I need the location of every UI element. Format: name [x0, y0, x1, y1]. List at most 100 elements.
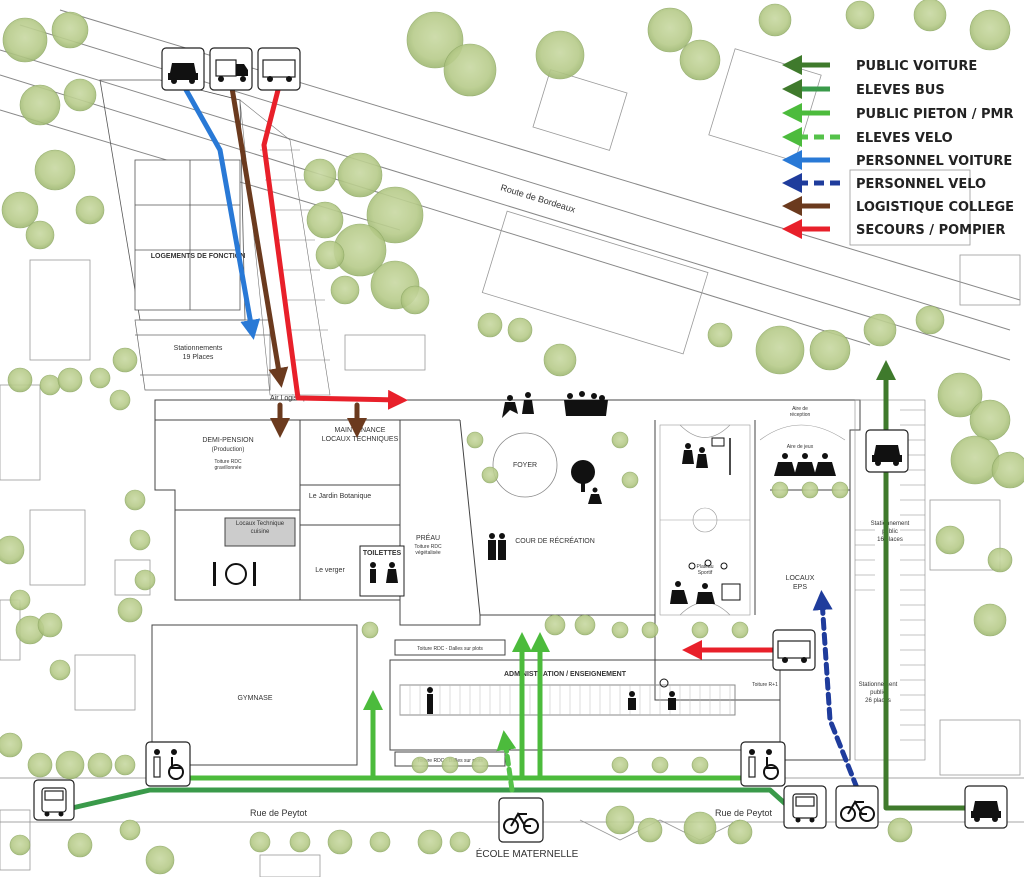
dalles-label-top: Toiture RDC - Dalles sur plots — [417, 646, 483, 652]
sport-courts — [659, 424, 846, 616]
pedestrian-wheelchair-icon-left — [145, 741, 191, 787]
maintenance-label: MAINTENANCE — [335, 427, 386, 434]
tree — [727, 819, 753, 845]
svg-text:LOGISTIQUE COLLEGE: LOGISTIQUE COLLEGE — [856, 200, 1014, 215]
tree — [327, 829, 353, 855]
activity-pictograms — [213, 391, 836, 714]
svg-text:ELEVES VELO: ELEVES VELO — [856, 131, 953, 146]
truck-icon — [209, 47, 253, 91]
svg-text:PERSONNEL VOITURE: PERSONNEL VOITURE — [856, 154, 1012, 169]
tree — [303, 158, 337, 192]
foyer-circle — [492, 432, 558, 498]
tree — [112, 347, 138, 373]
tree — [801, 481, 819, 499]
aire-reception-sub: réception — [790, 412, 811, 418]
tree — [337, 152, 383, 198]
tree — [731, 621, 749, 639]
tree — [466, 431, 484, 449]
tree — [67, 832, 93, 858]
tree — [987, 547, 1013, 573]
foyer-label: FOYER — [513, 462, 537, 469]
tree — [411, 756, 429, 774]
locaux-eps-sub: EPS — [793, 584, 807, 591]
tree — [913, 0, 947, 32]
tree — [691, 621, 709, 639]
svg-text:PERSONNEL VELO: PERSONNEL VELO — [856, 177, 986, 192]
stat-public-1-b: public — [882, 529, 898, 535]
bicycle-icon — [835, 785, 879, 829]
logistic-lane — [239, 99, 331, 396]
administration-label: ADMINISTRATION / ENSEIGNEMENT — [504, 671, 627, 678]
svg-text:ELEVES BUS: ELEVES BUS — [856, 83, 945, 98]
tree — [89, 367, 111, 389]
tree — [950, 435, 1000, 485]
toilettes-box — [359, 545, 405, 597]
basketball-icon — [682, 437, 731, 475]
tree — [145, 845, 175, 875]
tree — [75, 195, 105, 225]
tree — [651, 756, 669, 774]
tree — [863, 313, 897, 347]
verger-label: Le verger — [315, 567, 345, 574]
cour-label: COUR DE RÉCRÉATION — [515, 536, 595, 545]
toiture-grav-label: Toiture RDC — [214, 459, 242, 465]
tree — [443, 43, 497, 97]
tree — [543, 343, 577, 377]
tree — [937, 372, 983, 418]
bicycle-icon-ecole — [498, 797, 544, 843]
maintenance-sub: LOCAUX TECHNIQUES — [322, 436, 399, 443]
tree — [991, 451, 1024, 489]
stat-public-1-c: 16 places — [877, 537, 903, 543]
tree — [366, 186, 424, 244]
tree — [758, 3, 792, 37]
tree — [369, 831, 391, 853]
classroom-icon — [427, 678, 676, 714]
preau-label: PRÉAU — [416, 533, 440, 542]
rue-peytot-label-right: Rue de Peytot — [715, 808, 773, 818]
tree — [574, 614, 596, 636]
tree — [114, 754, 136, 776]
ambulance-icon-eps — [772, 629, 816, 671]
tree — [621, 471, 639, 489]
tree — [969, 399, 1011, 441]
tree — [25, 220, 55, 250]
legend-public-pieton: PUBLIC PIETON / PMR — [782, 103, 1014, 123]
legend-eleves-bus: ELEVES BUS — [782, 79, 945, 99]
tree — [544, 614, 566, 636]
tree — [449, 831, 471, 853]
tree — [535, 30, 585, 80]
demi-pension-sub: (Production) — [212, 447, 245, 453]
tree — [471, 756, 489, 774]
tree — [1, 191, 39, 229]
logements-block — [99, 79, 246, 321]
ambulance-icon — [257, 47, 301, 91]
tree — [507, 317, 533, 343]
administration-building — [389, 639, 781, 767]
tree — [57, 367, 83, 393]
tree — [361, 621, 379, 639]
locaux-cuisine-sub: cuisine — [251, 529, 270, 535]
tree — [0, 535, 25, 565]
parking-19-label: Stationnements — [174, 345, 223, 352]
gymnastics-icon — [774, 453, 836, 476]
tree — [124, 489, 146, 511]
tree — [49, 659, 71, 681]
tree — [27, 752, 53, 778]
bus-icon-right — [783, 785, 827, 829]
tree — [9, 589, 31, 611]
tree — [691, 756, 709, 774]
tree-person-icon — [571, 460, 602, 504]
car-icon — [161, 47, 205, 91]
background-buildings — [0, 48, 1021, 877]
tree — [845, 0, 875, 30]
tree — [0, 732, 23, 758]
tree — [477, 312, 503, 338]
logements-label: LOGEMENTS DE FONCTION — [151, 253, 246, 260]
toiture-grav-sub: gravillonnée — [215, 465, 242, 471]
tree — [611, 621, 629, 639]
tree — [641, 621, 659, 639]
route-eleves-bus — [69, 787, 793, 811]
tree — [39, 374, 61, 396]
public-parking — [854, 399, 926, 761]
